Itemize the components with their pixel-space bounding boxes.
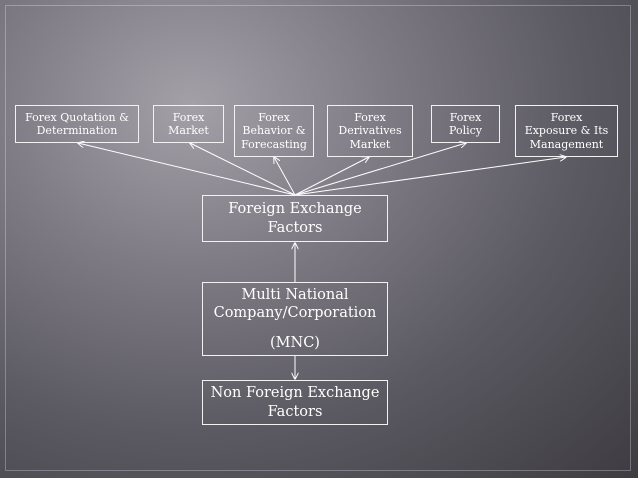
mnc-box: Multi National Company/Corporation (MNC) bbox=[202, 282, 388, 356]
forex-behavior-line-3: Forecasting bbox=[241, 137, 307, 151]
foreign-exchange-factors-box: Foreign Exchange Factors bbox=[202, 195, 388, 242]
nfef-line-1: Non Foreign Exchange bbox=[210, 385, 380, 402]
forex-market-box: Forex Market bbox=[153, 105, 224, 143]
forex-derivatives-line-1: Forex bbox=[354, 110, 386, 124]
fef-line-1: Foreign Exchange bbox=[228, 201, 362, 218]
forex-quotation-line-2: Determination bbox=[36, 124, 118, 137]
mnc-line-2: Company/Corporation bbox=[213, 304, 377, 321]
arrow-to-quotation bbox=[78, 143, 296, 196]
forex-market-line-1: Forex bbox=[172, 110, 205, 124]
nfef-line-2: Factors bbox=[267, 403, 323, 420]
forex-behavior-box: Forex Behavior & Forecasting bbox=[234, 105, 314, 157]
arrow-to-market bbox=[190, 143, 296, 196]
forex-derivatives-line-3: Market bbox=[349, 137, 391, 151]
forex-policy-box: Forex Policy bbox=[431, 105, 500, 143]
arrow-to-exposure bbox=[294, 157, 566, 196]
arrow-to-policy bbox=[294, 143, 466, 196]
non-foreign-exchange-factors-box: Non Foreign Exchange Factors bbox=[202, 380, 388, 425]
fef-line-2: Factors bbox=[267, 219, 323, 236]
forex-exposure-line-1: Forex bbox=[550, 110, 583, 124]
forex-quotation-box: Forex Quotation & Determination bbox=[15, 105, 139, 143]
forex-derivatives-line-2: Derivatives bbox=[338, 124, 402, 138]
mnc-abbreviation: (MNC) bbox=[270, 335, 320, 352]
forex-exposure-line-2: Exposure & Its bbox=[524, 124, 609, 138]
mnc-line-1: Multi National bbox=[241, 286, 349, 303]
forex-policy-line-2: Policy bbox=[449, 124, 482, 137]
forex-behavior-line-1: Forex bbox=[258, 110, 290, 124]
forex-exposure-box: Forex Exposure & Its Management bbox=[515, 105, 618, 157]
forex-behavior-line-2: Behavior & bbox=[242, 124, 306, 138]
forex-market-line-2: Market bbox=[168, 124, 209, 137]
arrow-to-derivatives bbox=[294, 157, 369, 196]
forex-quotation-line-1: Forex Quotation & bbox=[25, 110, 129, 124]
forex-policy-line-1: Forex bbox=[449, 110, 482, 124]
arrow-to-behavior bbox=[274, 157, 296, 196]
forex-exposure-line-3: Management bbox=[529, 137, 604, 151]
forex-derivatives-box: Forex Derivatives Market bbox=[327, 105, 413, 157]
